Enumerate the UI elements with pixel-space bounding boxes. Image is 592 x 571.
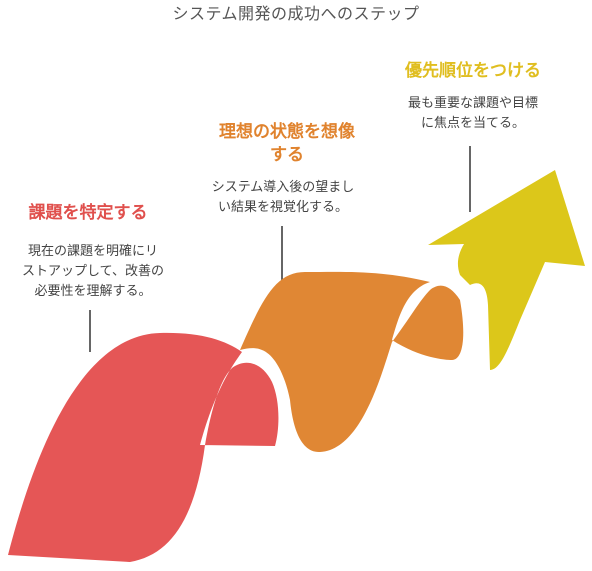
step-1-description: 現在の課題を明確にリ ストアップして、改善の 必要性を理解する。 [8,242,178,302]
step-3-title: 優先順位をつける [405,61,541,81]
step-1-title: 課題を特定する [28,203,148,223]
step-2-desc-line: い結果を視覚化する。 [217,200,348,215]
diagram-title: システム開発の成功へのステップ [172,4,420,23]
step-3-desc-line: 最も重要な課題や目標 [407,96,538,111]
step-2-description: システム導入後の望まし い結果を視覚化する。 [188,178,378,218]
step-2-title-line: する [270,145,304,165]
segment-identify [8,332,279,562]
segment-imagine [240,271,464,453]
step-3-desc-line: に焦点を当てる。 [420,116,525,131]
step-1-desc-line: ストアップして、改善の [22,264,164,279]
step-2-title: 理想の状態を想像 する [192,121,382,167]
step-2-desc-line: システム導入後の望まし [211,180,355,195]
step-2-title-line: 理想の状態を想像 [219,122,355,142]
step-1-desc-line: 現在の課題を明確にリ [27,244,158,259]
step-3-description: 最も重要な課題や目標 に焦点を当てる。 [378,94,568,134]
segment-prioritize [428,170,585,370]
step-1-desc-line: 必要性を理解する。 [34,284,152,299]
